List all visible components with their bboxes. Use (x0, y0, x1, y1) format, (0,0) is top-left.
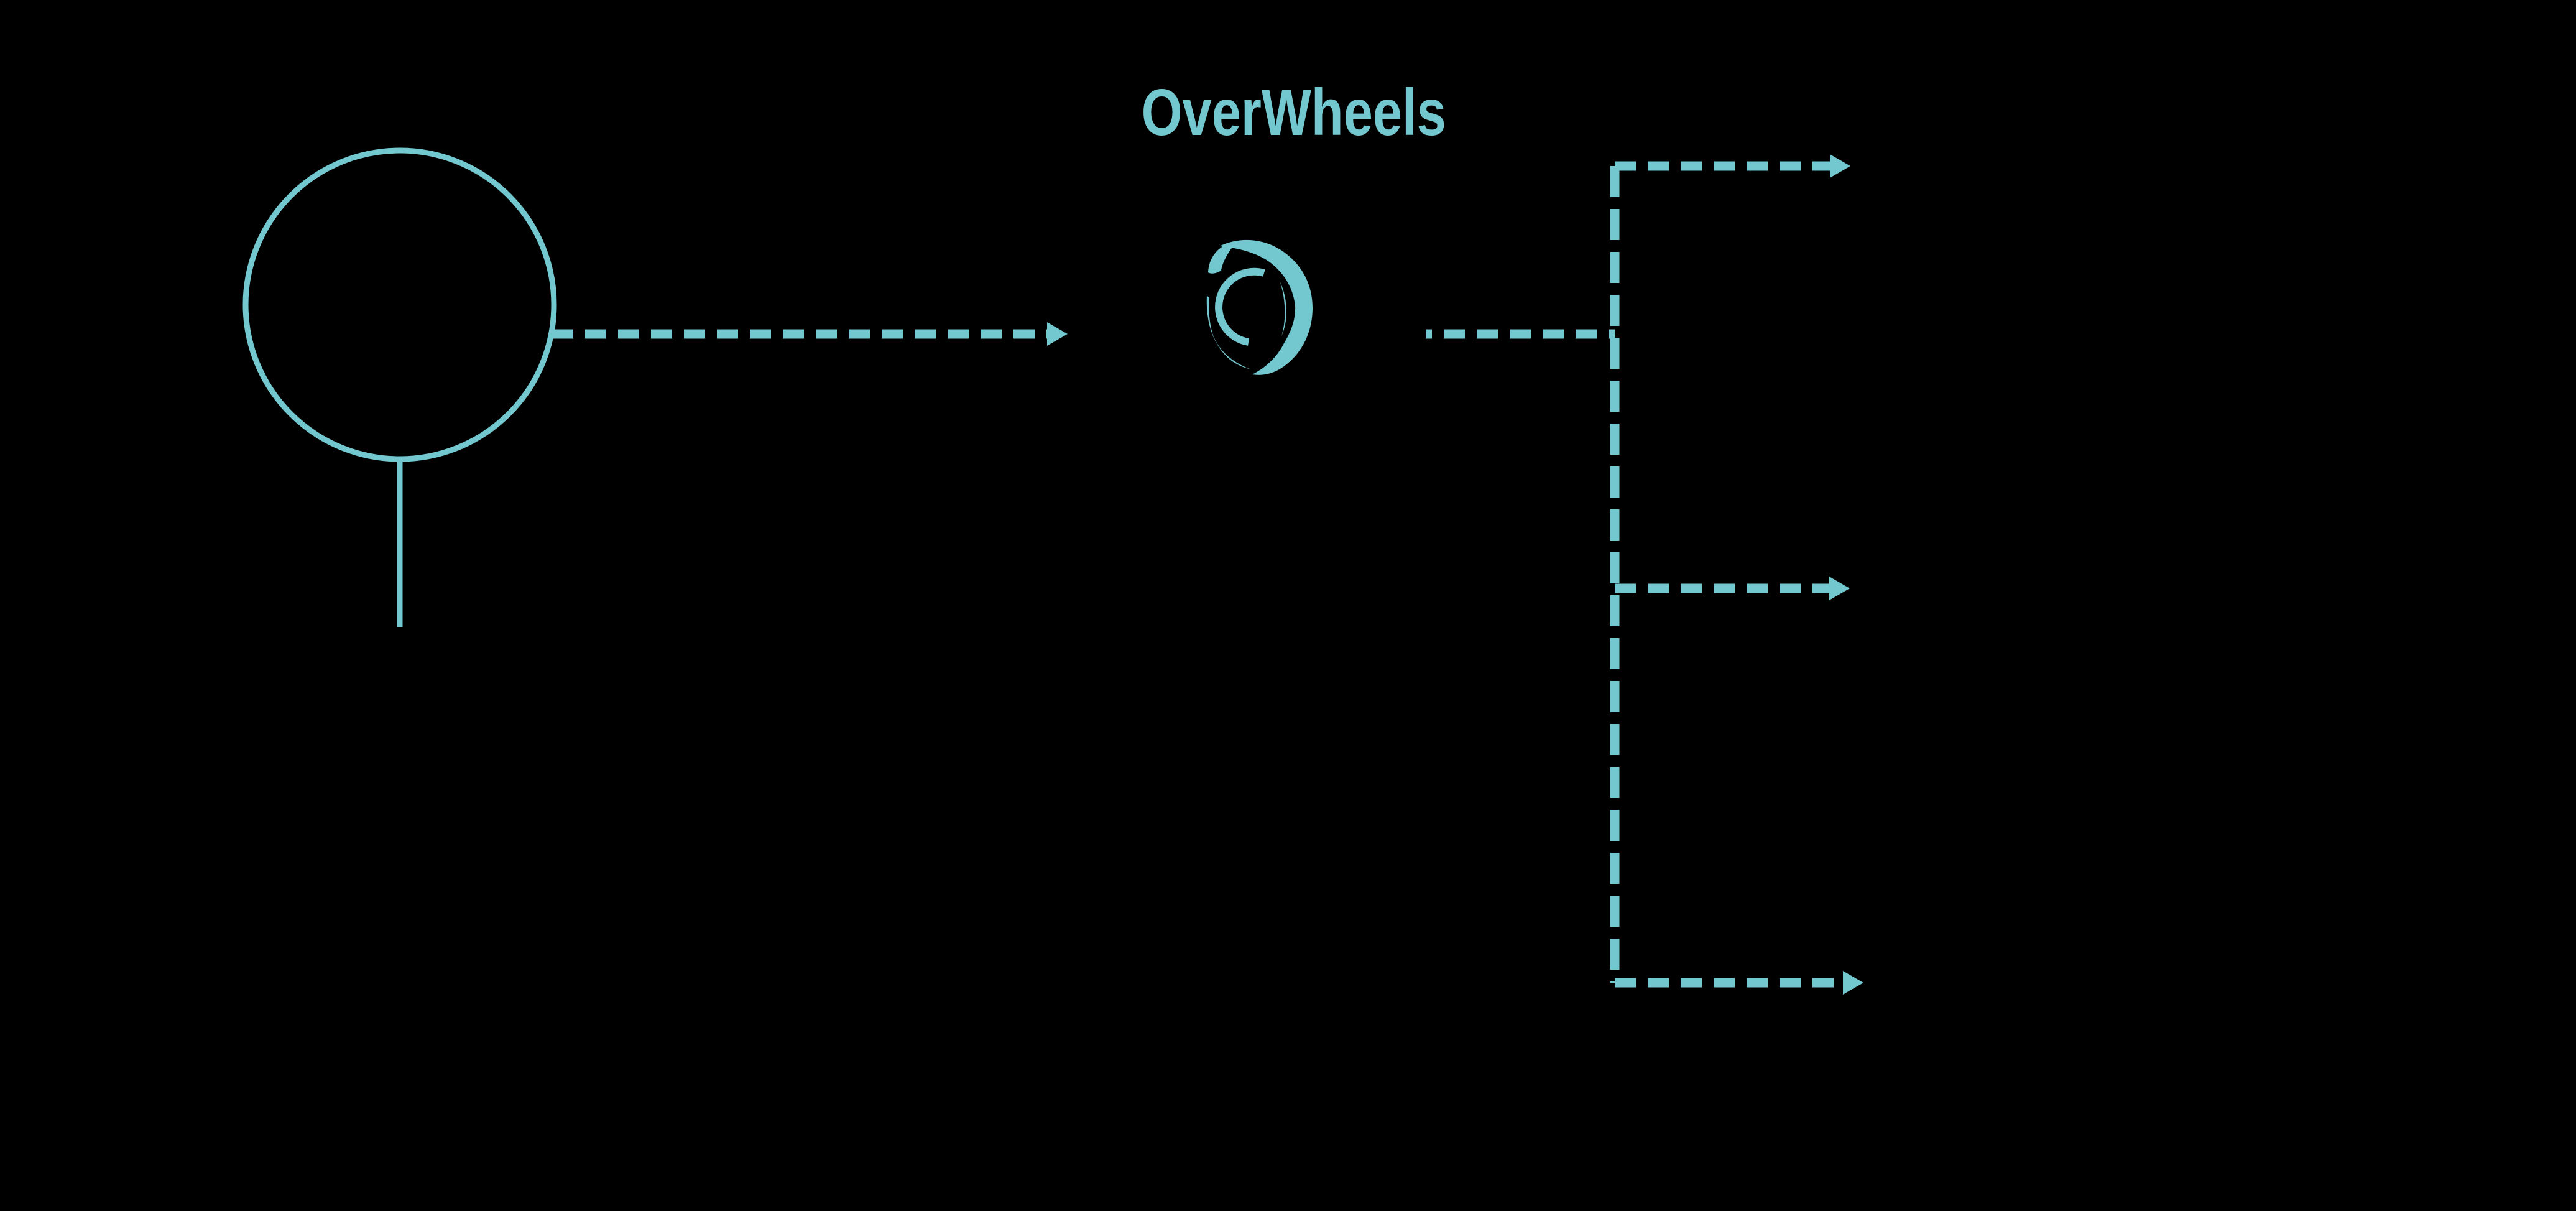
arrowhead-branch-middle (1829, 577, 1850, 600)
arrowhead-branch-bottom (1843, 971, 1863, 995)
arrowhead-source-to-brand (1047, 322, 1068, 346)
logo-rim-highlight (1280, 281, 1286, 336)
logo-rim-ring (1215, 267, 1265, 346)
arrowhead-branch-top (1830, 154, 1850, 178)
source-circle-node (242, 147, 557, 462)
tire-swoosh-logo-icon (1206, 239, 1313, 375)
logo-top-sliver (1208, 244, 1233, 274)
brand-title: OverWheels (1141, 76, 1446, 149)
logo-outer-tire-crescent (1219, 239, 1313, 375)
